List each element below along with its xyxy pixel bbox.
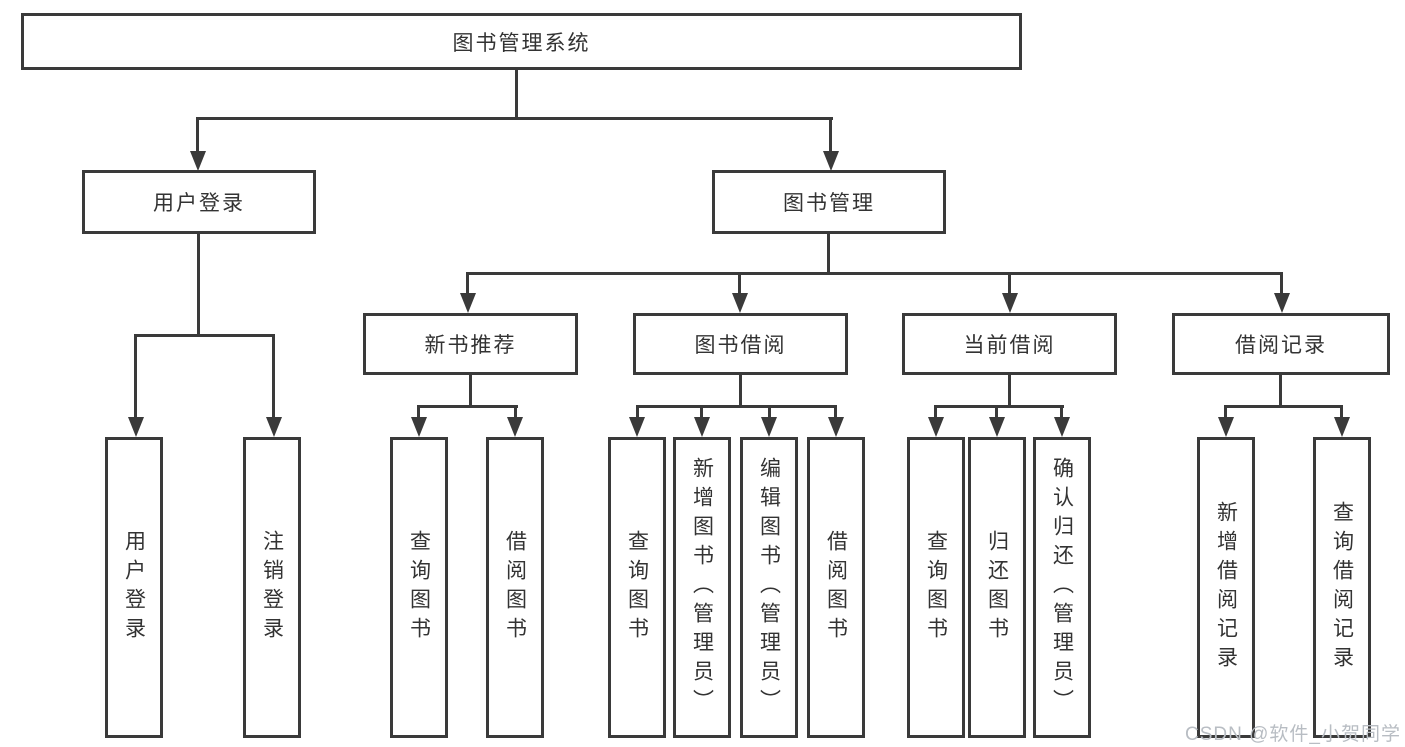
connector-line: [1225, 405, 1343, 408]
node-label: 用户登录: [153, 192, 245, 215]
arrowhead-down-icon: [694, 417, 710, 437]
node-book-borrowing: 图书借阅: [633, 313, 848, 375]
connector-line: [768, 405, 771, 419]
node-label: 图书管理系统: [452, 31, 591, 55]
arrowhead-down-icon: [828, 417, 844, 437]
arrowhead-down-icon: [1334, 417, 1350, 437]
connector-line: [995, 405, 998, 419]
leaf-confirm-return-admin: 确认归还（管理员）: [1033, 437, 1091, 738]
arrowhead-down-icon: [732, 293, 748, 313]
node-label: 查询图书: [407, 529, 431, 646]
leaf-add-book-admin: 新增图书（管理员）: [673, 437, 731, 738]
leaf-borrow-books-recommend: 借阅图书: [486, 437, 544, 738]
leaf-query-books-recommend: 查询图书: [390, 437, 448, 738]
leaf-add-borrow-record: 新增借阅记录: [1197, 437, 1255, 738]
connector-line: [1008, 272, 1011, 296]
leaf-query-books-borrowing: 查询图书: [608, 437, 666, 738]
leaf-query-books-current: 查询图书: [907, 437, 965, 738]
connector-line: [739, 375, 742, 407]
node-label: 查询图书: [625, 529, 649, 646]
connector-line: [1340, 405, 1343, 419]
arrowhead-down-icon: [460, 293, 476, 313]
node-label: 新增借阅记录: [1214, 500, 1238, 675]
arrowhead-down-icon: [266, 417, 282, 437]
node-current-borrowing: 当前借阅: [902, 313, 1117, 375]
arrowhead-down-icon: [1054, 417, 1070, 437]
node-label: 借阅图书: [503, 529, 527, 646]
arrowhead-down-icon: [629, 417, 645, 437]
connector-line: [934, 405, 1064, 408]
node-label: 新增图书（管理员）: [690, 457, 714, 718]
arrowhead-down-icon: [190, 151, 206, 171]
arrowhead-down-icon: [128, 417, 144, 437]
arrowhead-down-icon: [507, 417, 523, 437]
connector-line: [418, 405, 518, 408]
arrowhead-down-icon: [1274, 293, 1290, 313]
leaf-logout: 注销登录: [243, 437, 301, 738]
arrowhead-down-icon: [1002, 293, 1018, 313]
connector-line: [196, 117, 199, 153]
connector-line: [272, 334, 275, 419]
connector-line: [700, 405, 703, 419]
connector-line: [934, 405, 937, 419]
connector-line: [1224, 405, 1227, 419]
connector-line: [134, 334, 137, 419]
csdn-watermark: CSDN @软件_小贺同学: [1185, 724, 1401, 745]
node-label: 新书推荐: [424, 334, 517, 357]
connector-line: [466, 272, 1283, 275]
connector-line: [829, 117, 832, 153]
node-label: 注销登录: [260, 529, 284, 646]
node-label: 查询图书: [924, 529, 948, 646]
connector-line: [134, 334, 275, 337]
leaf-user-login: 用户登录: [105, 437, 163, 738]
connector-line: [1279, 375, 1282, 407]
connector-line: [1060, 405, 1063, 419]
node-borrowing-records: 借阅记录: [1172, 313, 1390, 375]
node-label: 用户登录: [122, 529, 146, 646]
connector-line: [636, 405, 639, 419]
node-user-login: 用户登录: [82, 170, 316, 234]
node-label: 归还图书: [985, 529, 1009, 646]
node-label: 图书管理: [783, 192, 875, 215]
arrowhead-down-icon: [411, 417, 427, 437]
connector-line: [636, 405, 837, 408]
node-label: 借阅图书: [824, 529, 848, 646]
leaf-query-borrow-record: 查询借阅记录: [1313, 437, 1371, 738]
arrowhead-down-icon: [823, 151, 839, 171]
leaf-edit-book-admin: 编辑图书（管理员）: [740, 437, 798, 738]
node-new-book-recommend: 新书推荐: [363, 313, 578, 375]
connector-line: [1008, 375, 1011, 407]
arrowhead-down-icon: [761, 417, 777, 437]
node-label: 当前借阅: [963, 334, 1056, 357]
connector-line: [827, 234, 830, 274]
leaf-borrow-books-borrowing: 借阅图书: [807, 437, 865, 738]
node-label: 借阅记录: [1235, 334, 1327, 357]
node-label: 编辑图书（管理员）: [757, 457, 781, 718]
connector-line: [738, 272, 741, 296]
connector-line: [196, 117, 833, 120]
leaf-return-book: 归还图书: [968, 437, 1026, 738]
connector-line: [834, 405, 837, 419]
node-label: 查询借阅记录: [1330, 500, 1354, 675]
arrowhead-down-icon: [1218, 417, 1234, 437]
node-book-management: 图书管理: [712, 170, 946, 234]
arrowhead-down-icon: [928, 417, 944, 437]
connector-line: [514, 405, 517, 419]
connector-line: [469, 375, 472, 407]
connector-line: [515, 70, 518, 119]
connector-line: [1280, 272, 1283, 296]
connector-line: [466, 272, 469, 296]
connector-line: [417, 405, 420, 419]
connector-line: [197, 234, 200, 336]
node-label: 图书借阅: [694, 334, 787, 357]
arrowhead-down-icon: [989, 417, 1005, 437]
node-root-library-system: 图书管理系统: [21, 13, 1022, 70]
node-label: 确认归还（管理员）: [1050, 457, 1074, 718]
